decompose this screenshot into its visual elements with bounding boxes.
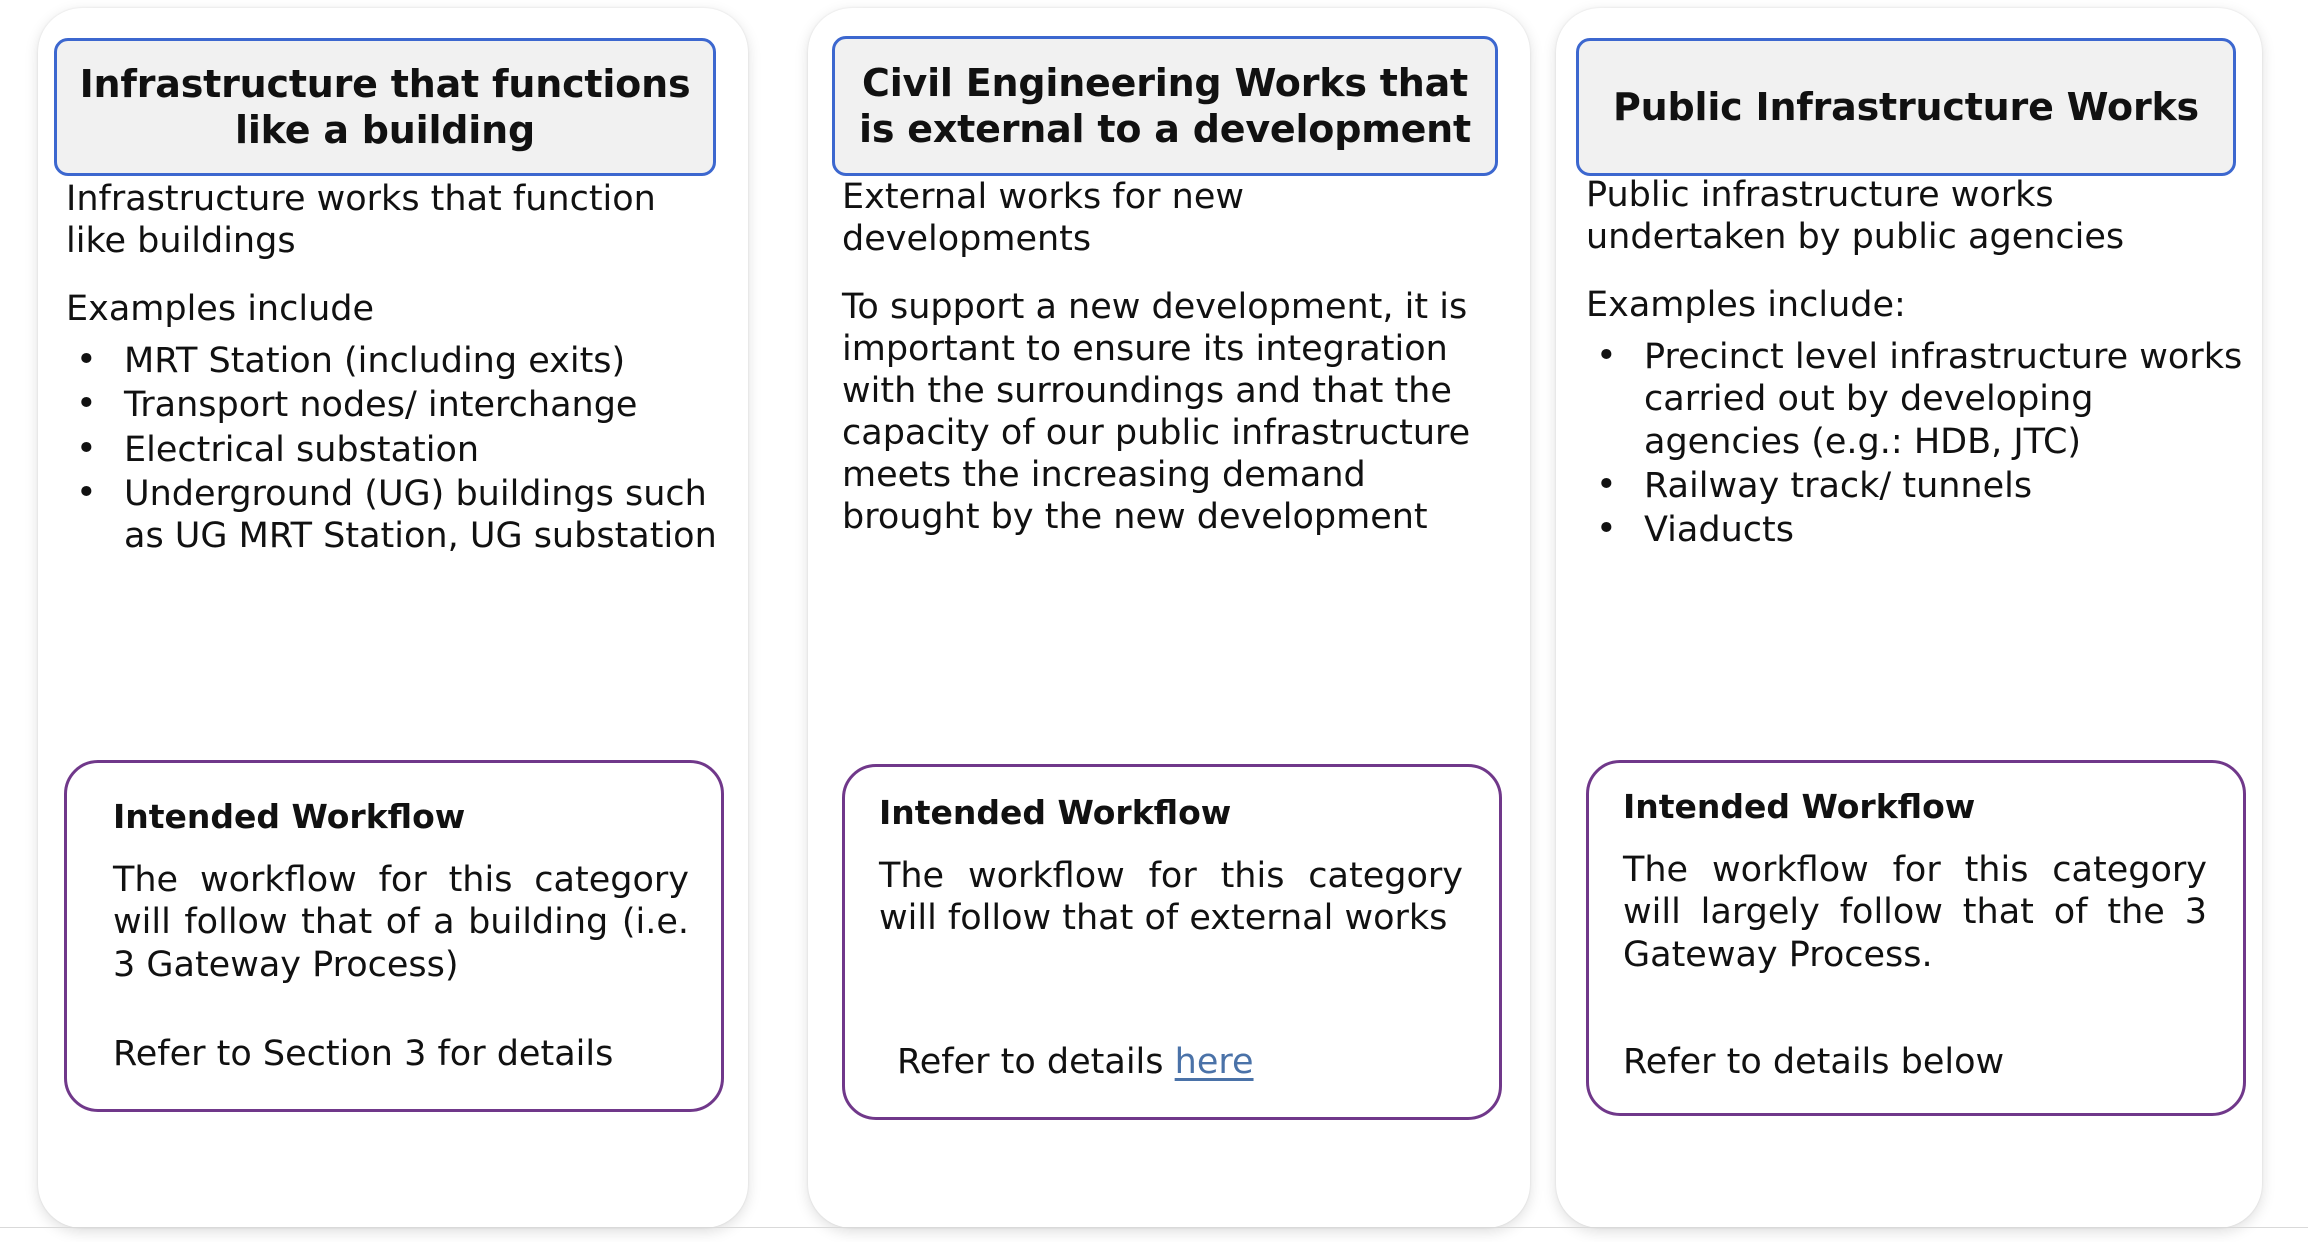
card-intro-text-1: Infrastructure works that function like … <box>66 179 656 261</box>
workflow-body-3: The workflow for this category will larg… <box>1623 849 2207 975</box>
workflow-footer-1: Refer to Section 3 for details <box>113 1033 613 1075</box>
intended-workflow-box-1: Intended Workflow The workflow for this … <box>64 760 724 1112</box>
category-card-civil-engineering-works: Civil Engineering Works that is external… <box>808 8 1530 1228</box>
intended-workflow-box-2: Intended Workflow The workflow for this … <box>842 764 1502 1120</box>
card-header-box-3: Public Infrastructure Works <box>1576 38 2236 176</box>
workflow-body-2: The workflow for this category will foll… <box>879 855 1463 939</box>
card-bullet-list-1: MRT Station (including exits) Transport … <box>66 339 726 558</box>
list-item: Electrical substation <box>66 428 726 471</box>
card-bullet-list-3: Precinct level infrastructure works carr… <box>1586 335 2258 552</box>
page-bottom-divider <box>0 1227 2308 1228</box>
card-body-3: Public infrastructure works undertaken b… <box>1586 174 2258 554</box>
card-header-box-2: Civil Engineering Works that is external… <box>832 36 1498 176</box>
card-header-box-1: Infrastructure that functions like a bui… <box>54 38 716 176</box>
workflow-body-1: The workflow for this category will foll… <box>113 859 689 985</box>
category-card-public-infrastructure-works: Public Infrastructure Works Public infra… <box>1556 8 2262 1228</box>
list-item: Precinct level infrastructure works carr… <box>1586 335 2258 463</box>
workflow-footer-3: Refer to details below <box>1623 1041 2004 1083</box>
workflow-footer-text-3: Refer to details below <box>1623 1042 2005 1082</box>
card-header-title-3: Public Infrastructure Works <box>1613 84 2199 129</box>
card-intro-text-3: Public infrastructure works undertaken b… <box>1586 175 2125 257</box>
workflow-title-1: Intended Workflow <box>113 797 466 836</box>
workflow-details-link[interactable]: here <box>1174 1042 1254 1082</box>
card-examples-label-1: Examples include <box>66 289 375 329</box>
card-header-title-2: Civil Engineering Works that is external… <box>859 60 1471 151</box>
workflow-footer-2: Refer to details here <box>897 1041 1254 1083</box>
card-intro-text-2: External works for new developments <box>842 177 1244 259</box>
category-card-infrastructure-like-building: Infrastructure that functions like a bui… <box>38 8 748 1228</box>
list-item: Underground (UG) buildings such as UG MR… <box>66 472 726 558</box>
card-header-title-1: Infrastructure that functions like a bui… <box>79 61 691 152</box>
list-item: Viaducts <box>1586 508 2258 551</box>
list-item: Railway track/ tunnels <box>1586 464 2258 507</box>
workflow-footer-text-2: Refer to details <box>897 1042 1175 1082</box>
list-item: Transport nodes/ interchange <box>66 383 726 426</box>
card-examples-label-3: Examples include: <box>1586 285 1906 325</box>
card-paragraph-2: To support a new development, it is impo… <box>842 287 1471 537</box>
workflow-title-3: Intended Workflow <box>1623 787 1976 826</box>
intended-workflow-box-3: Intended Workflow The workflow for this … <box>1586 760 2246 1116</box>
list-item: MRT Station (including exits) <box>66 339 726 382</box>
card-body-1: Infrastructure works that function like … <box>66 178 726 560</box>
card-body-2: External works for new developments To s… <box>842 176 1498 564</box>
workflow-footer-text-1: Refer to Section 3 for details <box>113 1034 614 1074</box>
workflow-title-2: Intended Workflow <box>879 793 1232 832</box>
